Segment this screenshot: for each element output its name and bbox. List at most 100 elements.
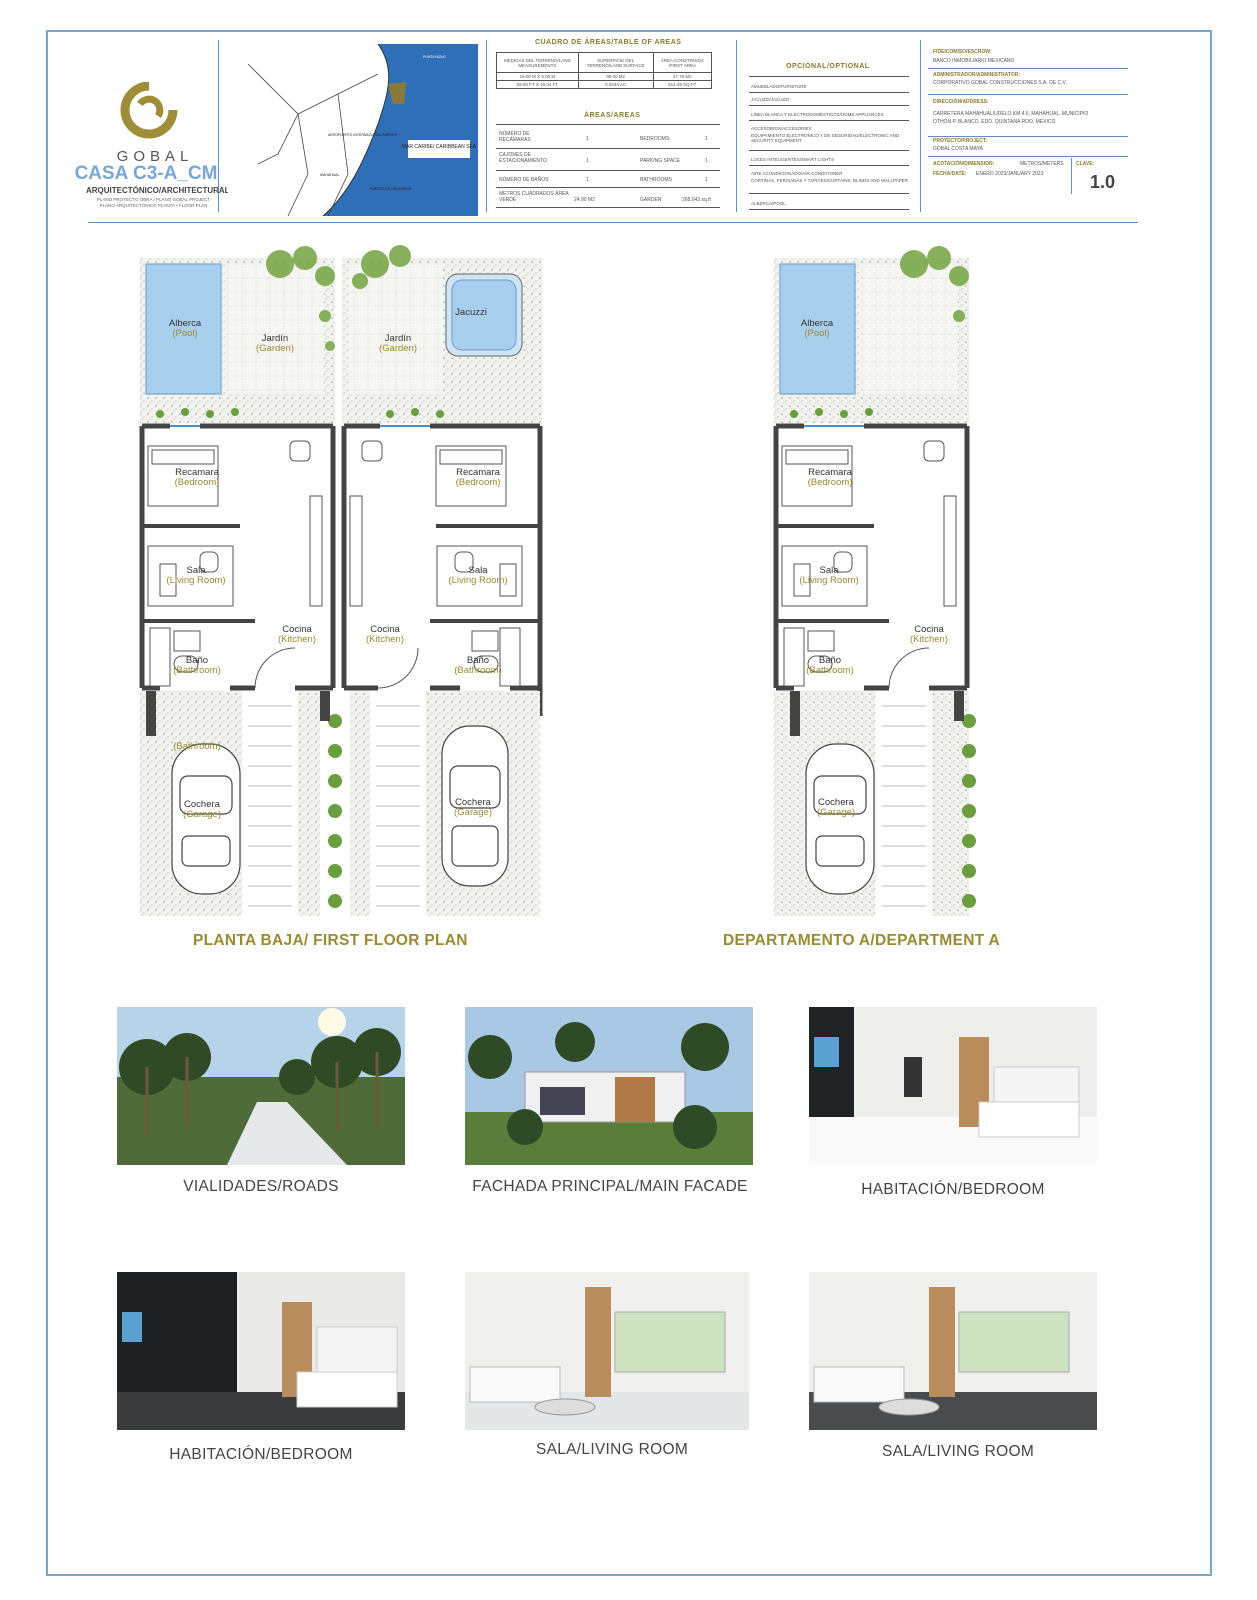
areas-value: 24.90 M2: [574, 197, 595, 203]
administrator-value: CORPORATIVO GOBAL CONSTRUCCIONES S.A. DE…: [933, 80, 1067, 86]
rule: [496, 207, 720, 208]
areas-label: METROS CUADRADOS ÁREA VERDE: [499, 191, 569, 203]
room-name: Recamara: [808, 467, 852, 478]
rule: [749, 150, 909, 151]
room-name-en: (Bedroom): [174, 477, 220, 488]
room-name-en: (Bathroom): [806, 665, 854, 676]
room-name: Cochera: [818, 797, 854, 808]
room-name-en: (Kitchen): [909, 634, 948, 645]
room-label-bedroom: Recamara(Bedroom): [166, 468, 228, 488]
header-bottom-rule: [88, 222, 1138, 223]
photo-main-facade: [465, 1007, 753, 1165]
room-name: Sala: [468, 565, 488, 576]
room-name: Sala: [186, 565, 206, 576]
gobal-logo-icon: [120, 82, 178, 139]
department-a-title: DEPARTAMENTO A/DEPARTMENT A: [723, 932, 1001, 949]
photo-caption: SALA/LIVING ROOM: [881, 1443, 1035, 1460]
room-label-living: Sala(Living Room): [793, 566, 865, 586]
rule: [749, 92, 909, 93]
department-a-plan: [773, 246, 976, 916]
room-name: Cochera: [184, 799, 220, 810]
room-name-en: (Garden): [255, 343, 294, 354]
areas-table-cell: 59.05 FT X 16.04 FT: [496, 80, 579, 89]
room-name: Baño: [185, 655, 209, 666]
areas-value: 1: [705, 177, 708, 183]
divider: [1071, 158, 1072, 194]
divider: [218, 40, 219, 212]
rule: [496, 187, 720, 188]
room-label-garden: Jardín(Garden): [245, 334, 305, 354]
areas-value: 1: [705, 158, 708, 164]
key-label: CLAVE:: [1076, 161, 1095, 167]
address-label: DIRECCIÓN/ADDRESS:: [933, 99, 989, 105]
room-name: Recamara: [456, 467, 500, 478]
location-map: MAR CARIBE/ CARIBBEAN SEA AEROPUERTO INT…: [228, 44, 478, 216]
room-name-en: (Garage): [816, 807, 855, 818]
rule: [749, 76, 909, 77]
date-label: FECHA/DATE:: [933, 171, 967, 177]
optional-item: ACCESORIOS/ACCESORIES: [751, 126, 812, 131]
optional-item: JACUZZI/JACUZZI: [751, 97, 790, 102]
room-label-bedroom: Recamara(Bedroom): [447, 468, 509, 488]
room-name: Baño: [818, 655, 842, 666]
room-name-en: (Living Room): [799, 575, 859, 586]
dimension-label: ACOTACIÓN/DIMENSION:: [933, 161, 995, 167]
brand-subline: PLANO PROYECTO OBRA / PLANO GOBAL PROJEC…: [96, 197, 211, 202]
rule: [496, 148, 720, 149]
areas-label-en: PARKING SPACE: [640, 158, 681, 164]
page-frame: [46, 30, 1212, 1576]
areas-title: ÁREAS/AREAS: [584, 112, 641, 119]
room-label-garage: Cochera(Garage): [172, 800, 232, 820]
photo-bedroom: [809, 1007, 1097, 1165]
map-label: PUERTO DE CRUCEROS: [370, 187, 412, 191]
photo-living-room: [465, 1272, 749, 1430]
optional-item: AMUEBLADO/FURNITURE: [751, 84, 807, 89]
room-name: Jardín: [261, 333, 289, 344]
map-label: MAR CARIBE/ CARIBBEAN SEA: [402, 144, 477, 150]
areas-value: 268.043 sq.ft: [682, 197, 711, 203]
project-value: GOBAL COSTA MAYA: [933, 146, 983, 152]
room-label-garden: Jardín(Garden): [368, 334, 428, 354]
rule: [928, 68, 1128, 69]
photo-caption: HABITACIÓN/BEDROOM: [169, 1446, 353, 1463]
divider: [736, 40, 737, 212]
map-label: PUNTA NIZUC: [423, 55, 447, 59]
areas-value: 1: [586, 158, 589, 164]
room-name: Recamara: [175, 467, 219, 478]
optional-item: LÍNEA BLANCA Y ELECTRODOMÉSTICOS/HOME AP…: [751, 112, 884, 117]
escrow-label: FIDEICOMISO/ESCROW:: [933, 49, 992, 55]
room-name-en: (Bedroom): [807, 477, 853, 488]
photo-living-room-2: [809, 1272, 1097, 1430]
brand-subline: PLANO ARQUITECTÓNICO PLANTA • FLOOR PLAN: [99, 203, 208, 208]
photo-caption: VIALIDADES/ROADS: [183, 1178, 339, 1195]
room-name-en: (Garage): [182, 809, 221, 820]
areas-label-en: BATHROOMS: [640, 177, 672, 183]
room-label-bathroom: Baño(Bathroom): [447, 656, 509, 676]
room-name: Cocina: [370, 624, 400, 635]
divider: [486, 40, 487, 212]
escrow-value: BANCO INMOBILIARIO MEXICANO: [933, 58, 1015, 64]
rule: [749, 193, 909, 194]
room-label-kitchen: Cocina(Kitchen): [268, 625, 326, 645]
room-name-en: (Pool): [804, 328, 830, 339]
rule: [928, 136, 1128, 137]
room-name-en: (Bathroom): [173, 741, 221, 752]
areas-label: CAJONES DE ESTACIONAMIENTO: [499, 152, 547, 164]
areas-value: 1: [586, 177, 589, 183]
room-label-living: Sala(Living Room): [160, 566, 232, 586]
areas-label-en: BEDROOMS: [640, 136, 670, 142]
optional-item: CORTINAS, PERSIANAS Y TAPICES/CURTAINS, …: [751, 178, 908, 183]
areas-table: MEDIDAS DEL TERRENO/LAND MEASUREMENTS SU…: [496, 52, 713, 89]
room-label-jacuzzi: Jacuzzi: [455, 307, 487, 318]
room-name: Baño: [466, 655, 490, 666]
areas-value: 1: [705, 136, 708, 142]
dimension-value: METROS/METERS: [1020, 161, 1064, 167]
photo-caption: SALA/LIVING ROOM: [535, 1441, 689, 1458]
first-floor-plan: [139, 245, 543, 916]
room-label-extra: (Bathroom): [166, 742, 228, 752]
room-label-pool: Alberca(Pool): [787, 319, 847, 339]
room-name-en: (Bedroom): [455, 477, 501, 488]
areas-table-header: ÁREA CONSTRUIDA /FIRST AREA: [652, 52, 713, 73]
photo-caption: HABITACIÓN/BEDROOM: [861, 1181, 1045, 1198]
divider: [920, 40, 921, 212]
